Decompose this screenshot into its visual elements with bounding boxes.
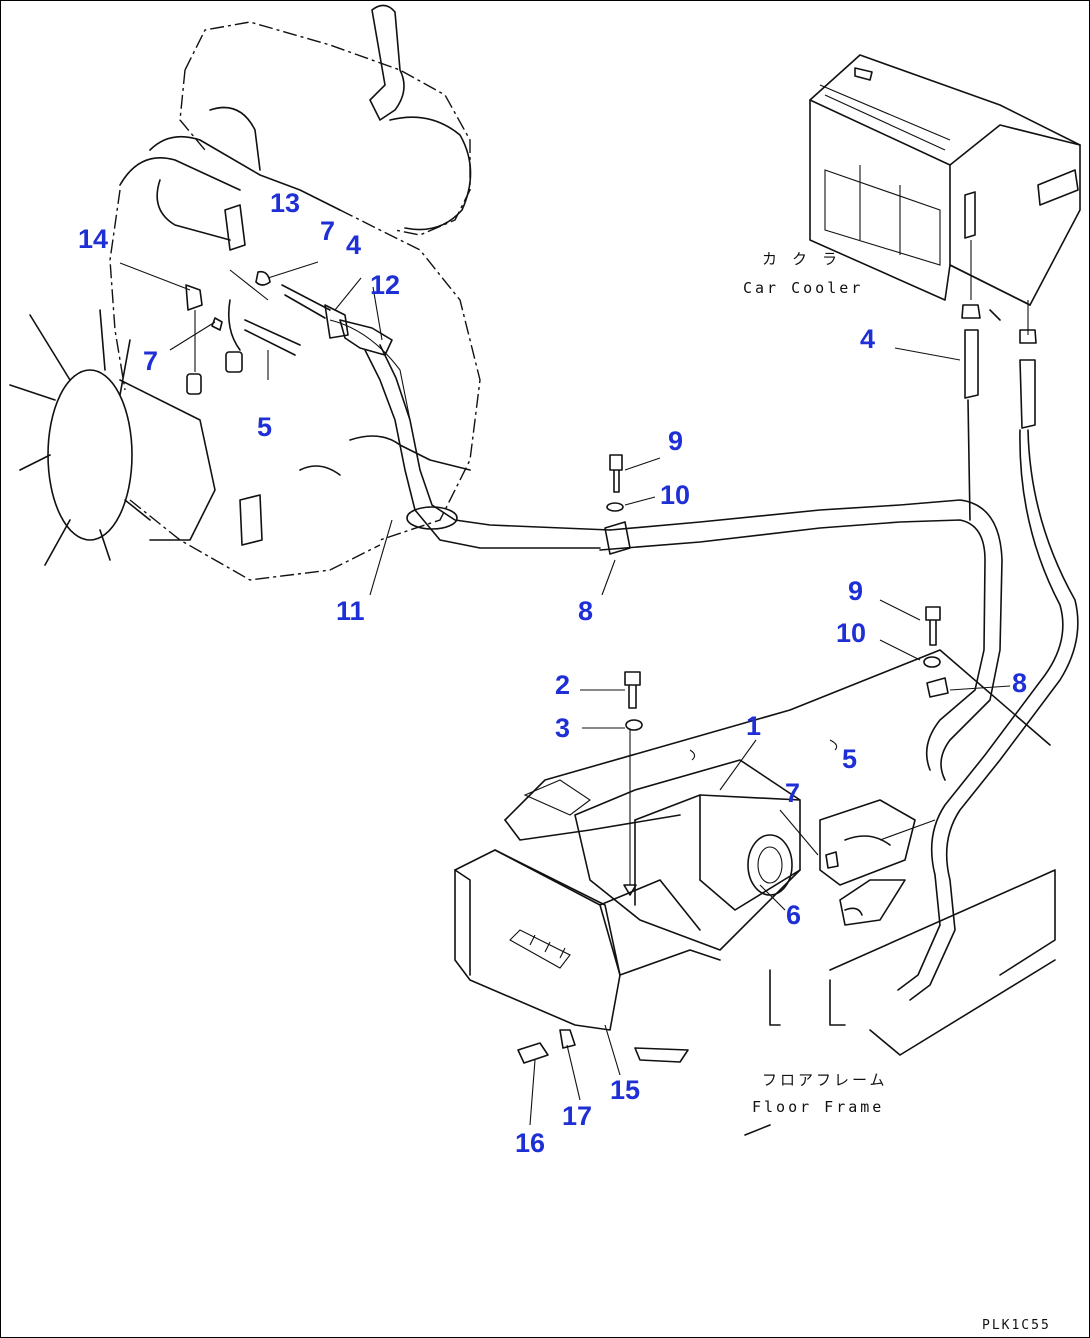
floor-frame-label-jp: フロアフレーム	[762, 1071, 888, 1089]
callout-4-cooler: 4	[860, 324, 876, 354]
engine-fittings	[185, 204, 349, 395]
callout-4-engine: 4	[346, 230, 362, 260]
callout-9-upper: 9	[668, 426, 684, 456]
callout-10-upper: 10	[660, 480, 691, 510]
front-grille	[454, 849, 721, 1064]
callout-6: 6	[786, 900, 802, 930]
callout-17: 17	[562, 1101, 593, 1131]
callout-1: 1	[746, 711, 762, 741]
callout-15: 15	[610, 1075, 641, 1105]
car-cooler-label-jp: カ ク ラ	[762, 250, 841, 268]
callout-7-engine-top: 7	[320, 216, 336, 246]
drawing-code: PLK1C55	[982, 1318, 1051, 1333]
callout-13: 13	[270, 188, 301, 218]
callout-10-lower: 10	[836, 618, 867, 648]
callout-5-engine: 5	[257, 412, 273, 442]
fasteners	[606, 454, 949, 731]
callout-16: 16	[515, 1128, 546, 1158]
fan	[9, 309, 216, 566]
heater-unit	[574, 730, 916, 951]
callout-9-lower: 9	[848, 576, 864, 606]
callout-5-floor: 5	[842, 744, 858, 774]
callout-12: 12	[370, 270, 401, 300]
callout-8-lower: 8	[1012, 668, 1028, 698]
callout-14: 14	[78, 224, 109, 254]
callout-3: 3	[555, 713, 571, 743]
callout-7-engine-left: 7	[143, 346, 159, 376]
callout-11: 11	[336, 596, 365, 626]
car-cooler-unit	[809, 54, 1081, 1001]
car-cooler-label-en: Car Cooler	[743, 279, 864, 297]
floor-frame-label-en: Floor Frame	[752, 1098, 885, 1116]
engine-outline	[109, 4, 481, 581]
callout-2: 2	[555, 670, 571, 700]
callout-8-upper: 8	[578, 596, 594, 626]
leader-lines	[119, 261, 1011, 1126]
callout-7-floor: 7	[785, 778, 801, 808]
hose-engine-to-floor	[339, 319, 1003, 781]
